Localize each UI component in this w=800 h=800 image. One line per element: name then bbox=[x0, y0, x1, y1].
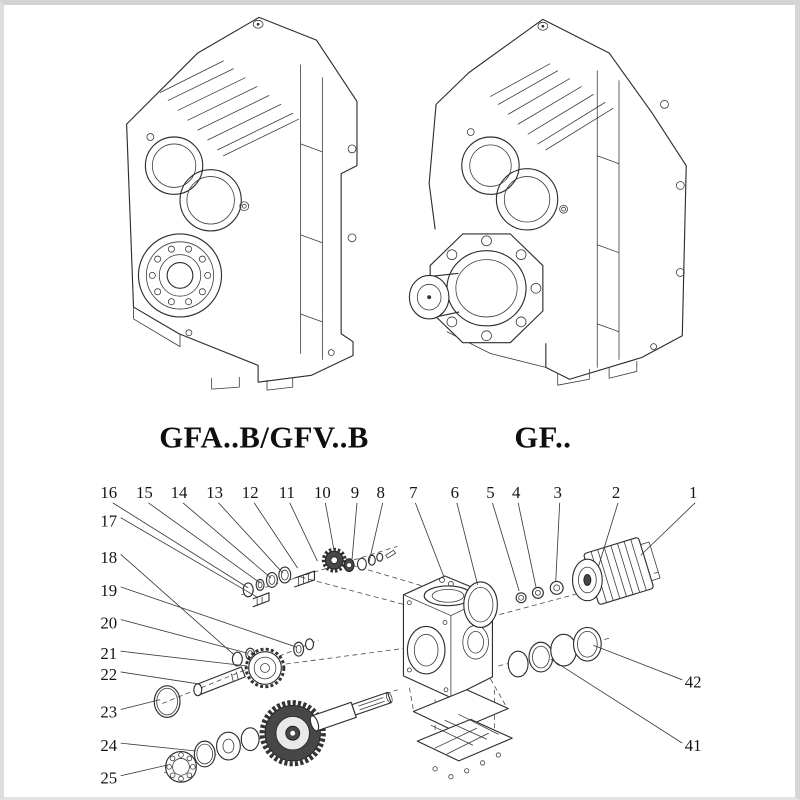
callout-number: 2 bbox=[612, 483, 620, 502]
callout-number: 13 bbox=[206, 483, 223, 502]
gfa-gearbox-drawing bbox=[126, 16, 358, 391]
plug-parts bbox=[515, 557, 609, 604]
callout-number: 8 bbox=[377, 483, 385, 502]
callout-leader-lines bbox=[112, 502, 696, 777]
callout-number: 1 bbox=[689, 483, 697, 502]
callout-number: 25 bbox=[100, 769, 117, 788]
callout-number: 24 bbox=[100, 736, 117, 755]
callout-number: 3 bbox=[553, 483, 561, 502]
callout-number: 9 bbox=[351, 483, 359, 502]
callout-number: 12 bbox=[242, 483, 259, 502]
output-shaft-parts bbox=[165, 691, 393, 783]
callout-number: 15 bbox=[136, 483, 153, 502]
callout-numbers-right: 42 41 bbox=[685, 673, 702, 755]
right-model-label: GF.. bbox=[514, 420, 571, 454]
callout-number: 22 bbox=[100, 665, 117, 684]
base-plate-parts bbox=[412, 689, 513, 780]
callout-number: 42 bbox=[685, 673, 702, 692]
callout-number: 10 bbox=[314, 483, 331, 502]
callout-number: 14 bbox=[171, 483, 188, 502]
callout-number: 6 bbox=[451, 483, 459, 502]
callout-number: 23 bbox=[100, 702, 117, 721]
callout-number: 41 bbox=[685, 736, 702, 755]
intermediate-gear-parts bbox=[153, 592, 315, 718]
motor-part bbox=[571, 537, 661, 605]
callout-number: 11 bbox=[279, 483, 295, 502]
callout-number: 4 bbox=[512, 483, 521, 502]
callout-number: 16 bbox=[100, 483, 117, 502]
callout-number: 19 bbox=[100, 581, 117, 600]
technical-drawing-canvas: GFA..B/GFV..B GF.. bbox=[100, 16, 702, 788]
input-shaft-parts bbox=[242, 547, 396, 598]
callout-number: 5 bbox=[486, 483, 494, 502]
callout-number: 18 bbox=[100, 548, 117, 567]
exploded-view-diagram: 16 15 14 13 12 11 10 9 8 7 6 5 4 3 2 1 1… bbox=[100, 483, 701, 788]
callout-number: 17 bbox=[100, 512, 117, 531]
callout-number: 21 bbox=[100, 644, 117, 663]
callout-number: 20 bbox=[100, 613, 117, 632]
bearing-detail bbox=[137, 233, 223, 318]
left-model-label: GFA..B/GFV..B bbox=[159, 420, 369, 454]
callout-number: 7 bbox=[409, 483, 417, 502]
gasket-part bbox=[463, 581, 498, 628]
gf-gearbox-drawing bbox=[408, 18, 687, 386]
output-flange-detail bbox=[408, 233, 544, 344]
retaining-ring-parts bbox=[507, 626, 602, 678]
callout-numbers-top: 16 15 14 13 12 11 10 9 8 7 6 5 4 3 2 1 bbox=[100, 483, 697, 502]
callout-numbers-left: 17 18 19 20 21 22 23 24 25 bbox=[100, 512, 117, 788]
